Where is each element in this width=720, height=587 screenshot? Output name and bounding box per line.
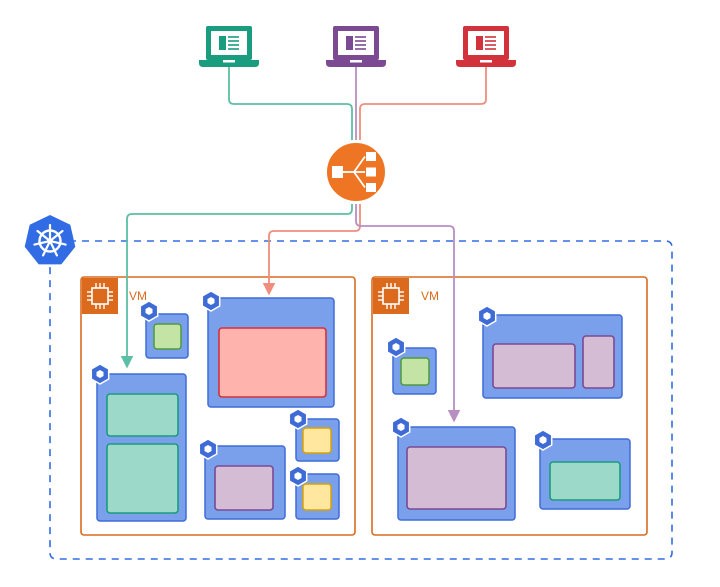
vm-node-left (80, 276, 356, 536)
container (214, 465, 274, 511)
container (106, 443, 179, 514)
container (106, 393, 179, 437)
pod-hexagon-icon (477, 305, 497, 327)
pod-hexagon-icon (288, 408, 308, 430)
cpu-chip-icon (82, 278, 118, 314)
container (406, 446, 507, 510)
laptop-icon (326, 26, 386, 67)
pod-hexagon-icon (288, 465, 308, 487)
vm-label-right: VM (421, 289, 439, 303)
vm-label-left: VM (129, 289, 147, 303)
pod-hexagon-icon (90, 363, 110, 385)
container (153, 323, 182, 350)
pod-hexagon-icon (198, 438, 218, 460)
load-balancer-icon (325, 141, 387, 203)
connection-line-salmon-route (262, 204, 361, 296)
container (492, 343, 576, 389)
cpu-chip-icon (373, 278, 409, 314)
container (218, 327, 327, 398)
connection-line-purple-route (355, 204, 461, 423)
container (302, 483, 332, 511)
container (400, 357, 430, 386)
kubernetes-cluster-boundary (49, 240, 673, 560)
pod-hexagon-icon (391, 416, 411, 438)
connection-line-green-route (120, 204, 353, 369)
container (549, 461, 621, 501)
container (302, 427, 332, 454)
connection-line-red-client (359, 67, 487, 140)
pod-hexagon-icon (201, 290, 221, 312)
laptop-icon (456, 26, 516, 67)
pod-hexagon-icon (139, 300, 159, 322)
container (582, 335, 615, 389)
connection-line-green-client (228, 67, 353, 140)
pod-hexagon-icon (386, 336, 406, 358)
laptop-icon (199, 26, 259, 67)
kubernetes-helm-icon (24, 215, 76, 265)
vm-node-right (371, 276, 648, 536)
pod-hexagon-icon (533, 429, 553, 451)
